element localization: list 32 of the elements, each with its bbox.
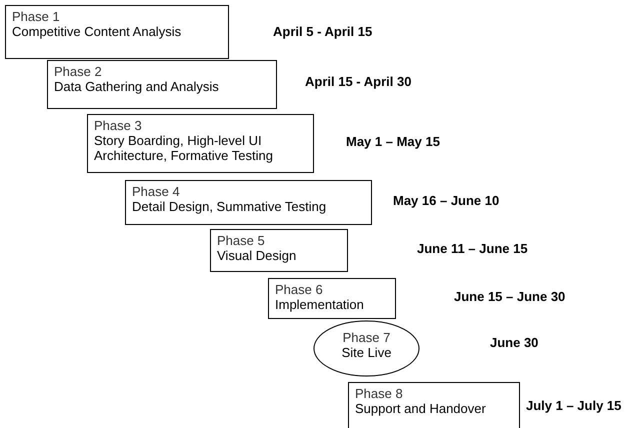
phase-heading: Phase 7: [342, 330, 390, 345]
phase-title: Implementation: [275, 297, 364, 312]
date-range: June 15 – June 30: [454, 289, 566, 304]
date-range: May 1 – May 15: [346, 134, 440, 149]
phase-heading: Phase 3: [94, 118, 142, 133]
phase-box: [348, 382, 520, 428]
phase-heading: Phase 2: [54, 64, 102, 79]
phase-heading: Phase 4: [132, 184, 180, 199]
phase-ellipse: [313, 320, 420, 377]
date-range: June 30: [490, 335, 538, 350]
date-range: May 16 – June 10: [393, 193, 500, 208]
date-range: April 15 - April 30: [305, 74, 412, 89]
phase-title: Story Boarding, High-level UI Architecture, Formative Testing: [94, 133, 274, 163]
phase-heading: Phase 5: [217, 233, 265, 248]
phase-box: [87, 114, 314, 173]
phase-title: Data Gathering and Analysis: [54, 79, 219, 94]
phase-box: [5, 5, 229, 59]
phase-title: Visual Design: [217, 248, 296, 263]
date-range: July 1 – July 15: [526, 398, 622, 413]
date-range: June 11 – June 15: [417, 241, 528, 256]
phase-box: [125, 180, 372, 225]
phase-box: [268, 278, 396, 319]
phase-box: [47, 60, 277, 109]
phase-title: Site Live: [342, 345, 392, 360]
phase-title: Support and Handover: [355, 401, 486, 416]
phase-heading: Phase 6: [275, 282, 323, 297]
phase-heading: Phase 8: [355, 386, 403, 401]
phase-title: Detail Design, Summative Testing: [132, 199, 326, 214]
phase-title: Competitive Content Analysis: [12, 24, 182, 39]
phase-heading: Phase 1: [12, 9, 60, 24]
phase-box: [210, 229, 348, 272]
date-range: April 5 - April 15: [273, 24, 372, 39]
